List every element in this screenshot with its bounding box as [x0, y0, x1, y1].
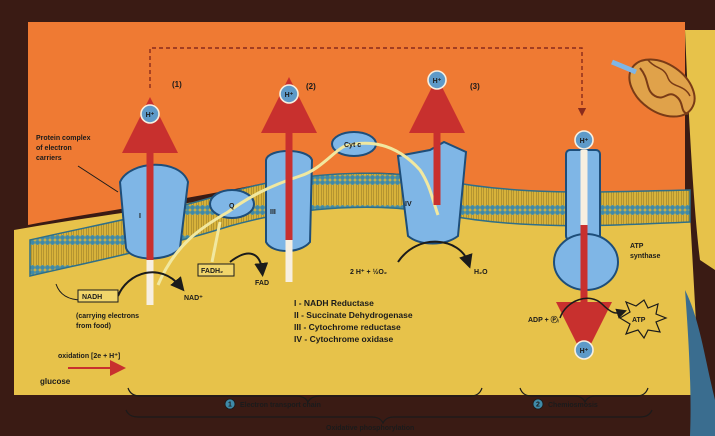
proton-label: H⁺: [580, 138, 589, 145]
carrying-label-1: (carrying electrons: [76, 313, 139, 320]
complex-number-1: (1): [172, 80, 182, 89]
proton-1: H⁺: [141, 105, 159, 123]
fad-label: FAD: [255, 280, 269, 287]
chemiosmosis-label: Chemiosmosis: [548, 402, 598, 409]
proton-label: H⁺: [433, 78, 442, 85]
complex-i-label: I: [139, 213, 141, 220]
protein-complex-label-2: of electron: [36, 145, 72, 152]
complex-iv-label: IV: [405, 201, 412, 208]
nad-label: NAD⁺: [184, 295, 203, 302]
complex-i: [120, 165, 188, 259]
protein-complex-label-1: Protein complex: [36, 135, 91, 142]
proton-label: H⁺: [580, 348, 589, 355]
complex-iii-label: III: [270, 209, 276, 216]
adp-label: ADP + Ⓟᵢ: [528, 315, 559, 324]
legend-item-4: IV - Cytochrome oxidase: [294, 334, 393, 344]
glucose-label: glucose: [40, 377, 71, 386]
proton-4: H⁺: [575, 131, 593, 149]
cyt-c-label: Cyt c: [344, 142, 361, 149]
legend-item-3: III - Cytochrome reductase: [294, 322, 401, 332]
q-label: Q: [229, 203, 235, 210]
atp-synthase-label-2: synthase: [630, 253, 660, 260]
protein-complex-label-3: carriers: [36, 155, 62, 162]
nadh-label: NADH: [82, 294, 102, 301]
proton-5: H⁺: [575, 341, 593, 359]
etc-number: 1: [228, 402, 232, 409]
legend-item-1: I - NADH Reductase: [294, 298, 374, 308]
proton-3: H⁺: [428, 71, 446, 89]
proton-label: H⁺: [285, 92, 294, 99]
water-label: H₂O: [474, 269, 488, 276]
legend-item-2: II - Succinate Dehydrogenase: [294, 310, 413, 320]
complex-number-3: (3): [470, 82, 480, 91]
complex-number-2: (2): [306, 82, 316, 91]
carrying-label-2: from food): [76, 323, 111, 330]
oxidation-label: oxidation [2e + H⁺]: [58, 353, 120, 360]
atp-label: ATP: [632, 317, 646, 324]
water-reactants-label: 2 H⁺ + ½O₂: [350, 268, 387, 276]
fadh2-label: FADH₂: [201, 268, 223, 275]
oxphos-label: Oxidative phosphorylation: [326, 425, 414, 432]
proton-label: H⁺: [146, 112, 155, 119]
etc-label: Electron transport chain: [240, 402, 321, 409]
chem-number: 2: [536, 402, 540, 409]
proton-2: H⁺: [280, 85, 298, 103]
atp-synthase-label-1: ATP: [630, 243, 644, 250]
